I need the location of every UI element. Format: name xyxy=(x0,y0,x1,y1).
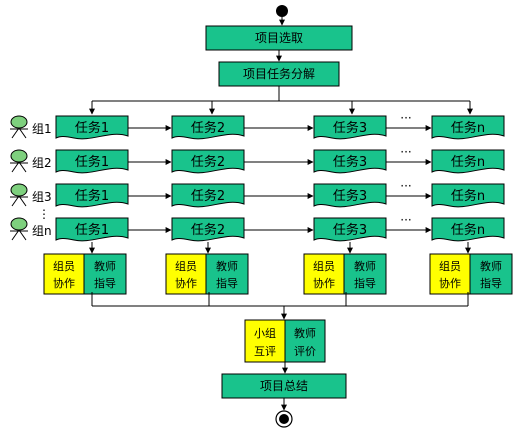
group-person-icon xyxy=(10,183,28,207)
member-collab-line2: 协作 xyxy=(313,276,335,290)
member-collab-line1: 组员 xyxy=(175,259,197,273)
teacher-guide-line1: 教师 xyxy=(354,260,376,273)
task-box xyxy=(431,217,505,242)
task-label: 任务2 xyxy=(191,154,225,170)
member-collab-box xyxy=(303,253,345,295)
task-label: 任务3 xyxy=(333,222,367,238)
ellipsis: ··· xyxy=(400,179,411,193)
task-label: 任务2 xyxy=(191,188,225,204)
task-box xyxy=(55,183,129,208)
task-label: 任务1 xyxy=(75,120,109,136)
peer-review-line1: 小组 xyxy=(254,326,276,340)
member-collab-line1: 组员 xyxy=(313,259,335,273)
teacher-guide-box xyxy=(83,253,127,295)
teacher-eval-box xyxy=(284,319,326,363)
project-select-label: 项目选取 xyxy=(255,31,303,45)
task-box xyxy=(171,149,245,174)
member-collab-line2: 协作 xyxy=(53,276,75,290)
task-label: 任务3 xyxy=(333,188,367,204)
ellipsis: ··· xyxy=(400,213,411,227)
task-box xyxy=(431,149,505,174)
task-breakdown-box xyxy=(218,61,340,87)
teacher-guide-line2: 指导 xyxy=(354,276,376,290)
member-collab-line1: 组员 xyxy=(53,259,75,273)
task-box xyxy=(313,149,387,174)
teacher-guide-line2: 指导 xyxy=(216,276,238,290)
task-label: 任务2 xyxy=(191,120,225,136)
member-collab-line1: 组员 xyxy=(439,259,461,273)
task-label: 任务3 xyxy=(333,120,367,136)
ellipsis: ··· xyxy=(400,111,411,125)
task-label: 任务n xyxy=(451,154,485,170)
task-rows: 任务1 任务2 任务3 ··· 任务n 任务1 任务2 任务3 ··· 任务n 任务1 任务2 任务3 ·… xyxy=(55,111,505,242)
start-node xyxy=(276,5,288,17)
member-collab-box xyxy=(429,253,471,295)
task-box xyxy=(313,183,387,208)
group-person-icon xyxy=(10,217,28,241)
member-collab-line2: 协作 xyxy=(175,276,197,290)
vertical-ellipsis: ⋮ xyxy=(38,207,50,221)
task-breakdown-label: 项目任务分解 xyxy=(243,66,315,81)
task-box xyxy=(55,217,129,242)
task-box xyxy=(55,115,129,140)
task-label: 任务1 xyxy=(75,154,109,170)
task-label: 任务n xyxy=(451,188,485,204)
member-collab-box xyxy=(43,253,85,295)
task-label: 任务1 xyxy=(75,222,109,238)
member-collab-line2: 协作 xyxy=(439,276,461,290)
teacher-guide-box xyxy=(469,253,513,295)
teacher-guide-line1: 教师 xyxy=(216,260,238,273)
teacher-guide-line1: 教师 xyxy=(480,260,502,273)
task-label: 任务1 xyxy=(75,188,109,204)
task-box xyxy=(431,115,505,140)
group-label: 组2 xyxy=(32,156,52,170)
task-label: 任务2 xyxy=(191,222,225,238)
teacher-eval-line1: 教师 xyxy=(294,327,316,340)
group-label: 组n xyxy=(32,224,52,238)
group-label: 组1 xyxy=(32,122,52,136)
group-person-icon xyxy=(10,115,28,139)
task-box xyxy=(171,183,245,208)
group-person-icon xyxy=(10,149,28,173)
teacher-guide-box xyxy=(343,253,387,295)
task-box xyxy=(313,115,387,140)
task-label: 任务n xyxy=(451,120,485,136)
teacher-guide-box xyxy=(205,253,249,295)
task-box xyxy=(313,217,387,242)
task-box xyxy=(171,217,245,242)
task-label: 任务n xyxy=(451,222,485,238)
group-label: 组3 xyxy=(32,190,52,204)
member-collab-box xyxy=(165,253,207,295)
project-summary-label: 项目总结 xyxy=(260,379,308,393)
group-labels: 组1 组2 组3 组n xyxy=(10,115,52,241)
teacher-guide-line2: 指导 xyxy=(94,276,116,290)
task-label: 任务3 xyxy=(333,154,367,170)
task-box xyxy=(55,149,129,174)
task-box xyxy=(171,115,245,140)
ellipsis: ··· xyxy=(400,145,411,159)
teacher-guide-line1: 教师 xyxy=(94,260,116,273)
teacher-eval-line2: 评价 xyxy=(294,345,316,358)
teacher-guide-line2: 指导 xyxy=(480,276,502,290)
end-node-inner xyxy=(279,414,289,424)
task-box xyxy=(431,183,505,208)
peer-review-line2: 互评 xyxy=(254,345,276,358)
